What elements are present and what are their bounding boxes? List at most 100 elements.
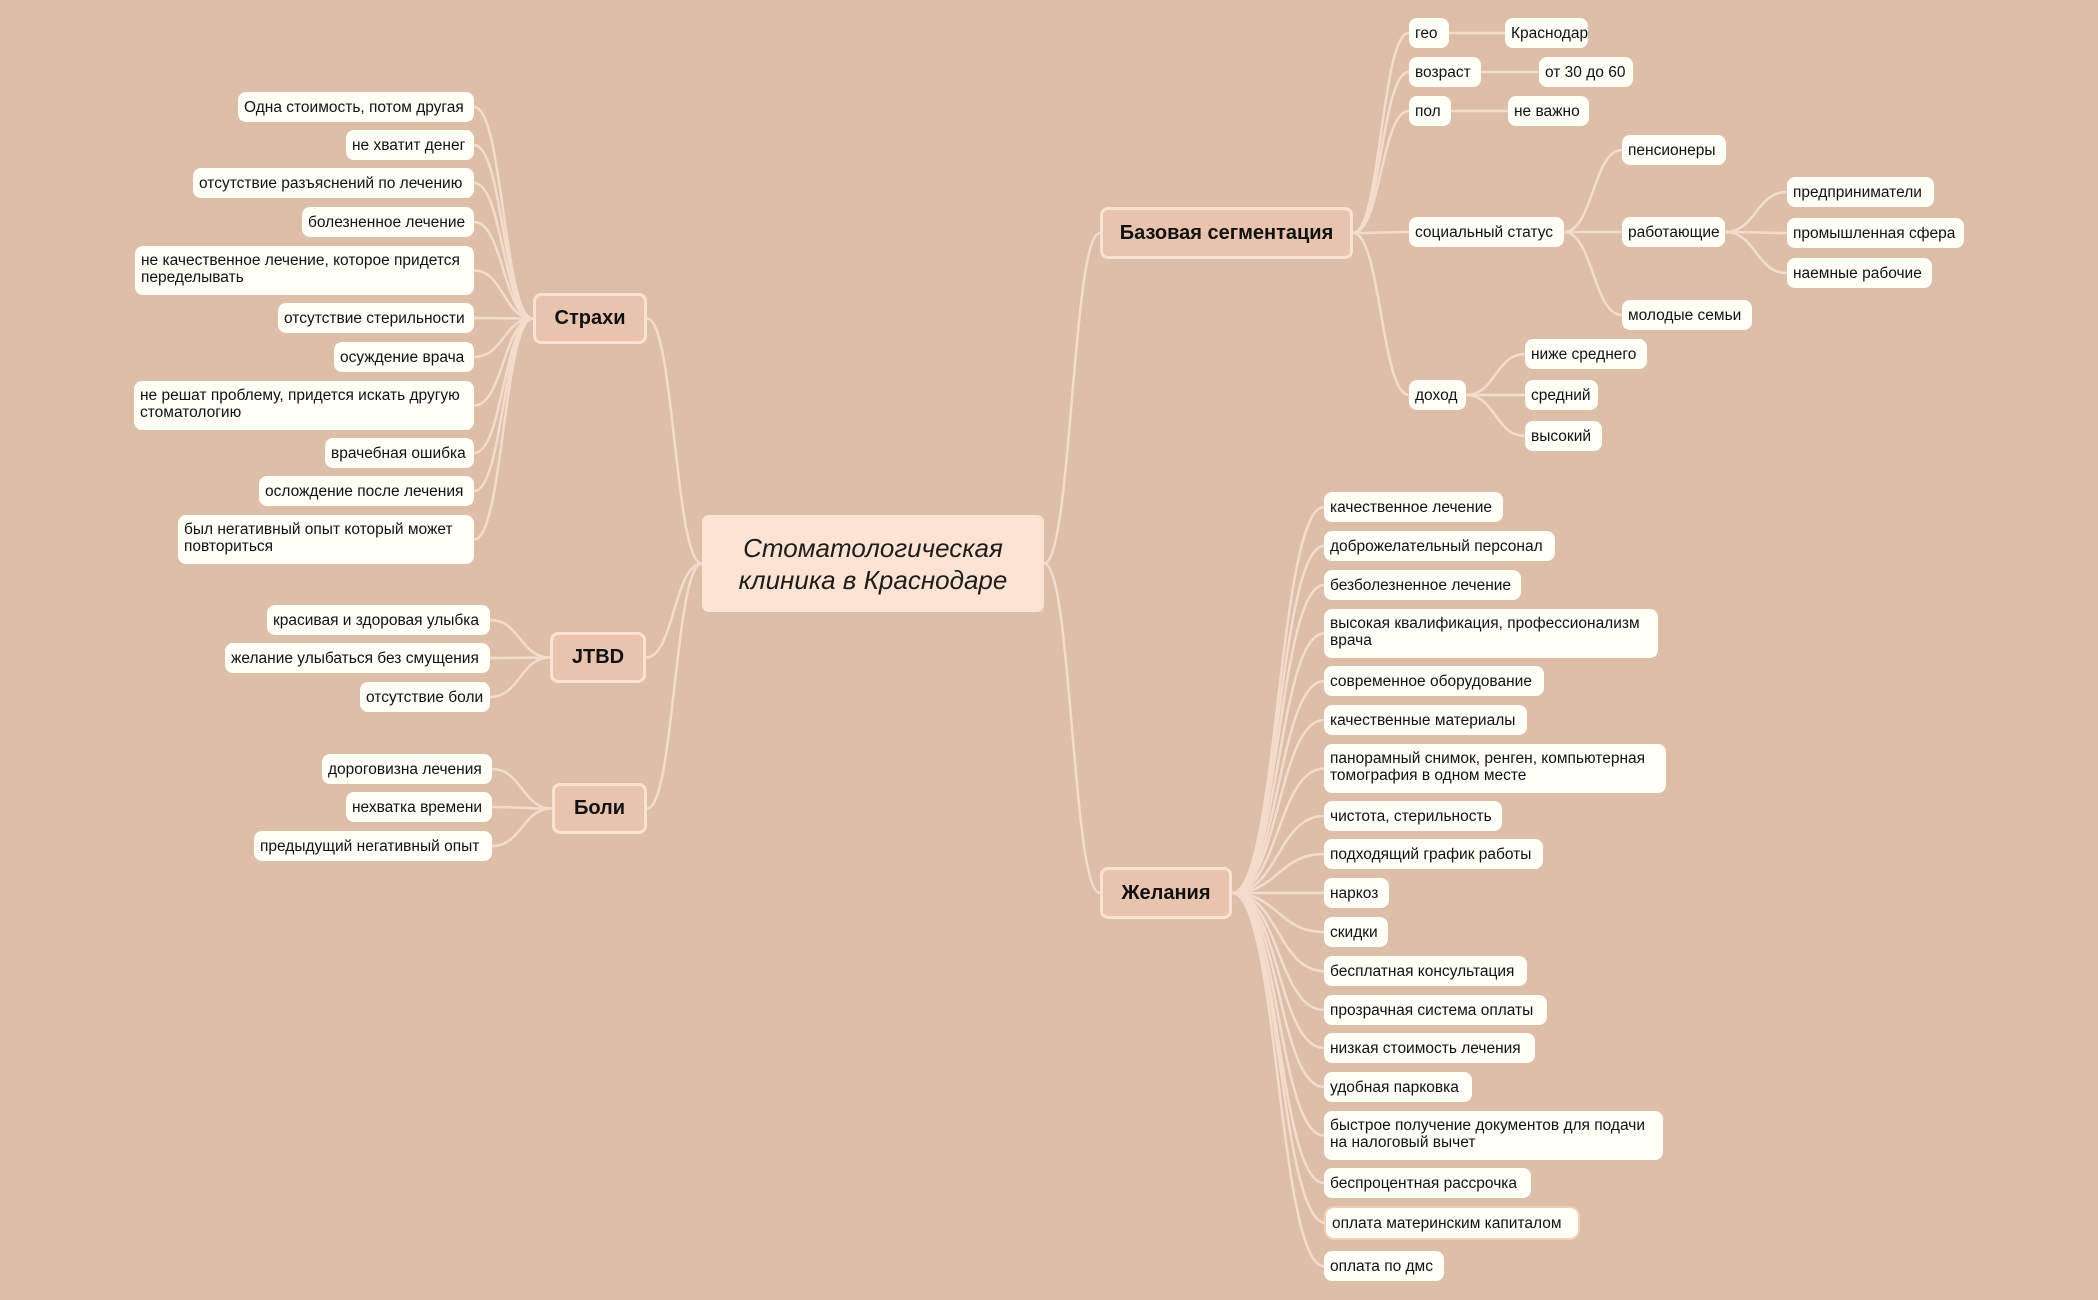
segment-young-families[interactable]: молодые семьи <box>1622 300 1752 330</box>
connector-line <box>472 317 535 541</box>
segment-working-item[interactable]: промышленная сфера <box>1787 218 1964 248</box>
connector-line <box>1464 393 1527 438</box>
segment-geo[interactable]: гео <box>1409 18 1449 48</box>
branch-segmentation[interactable]: Базовая сегментация <box>1100 207 1353 259</box>
connector-line <box>645 317 704 565</box>
segment-working[interactable]: работающие <box>1622 217 1725 247</box>
connector-line <box>1230 767 1326 895</box>
connector-line <box>1230 718 1326 895</box>
fear-item[interactable]: осуждение врача <box>334 342 474 372</box>
desire-item[interactable]: наркоз <box>1324 878 1389 908</box>
central-topic[interactable]: Стоматологическая клиника в Краснодаре <box>702 515 1044 612</box>
jtbd-item[interactable]: отсутствие боли <box>360 682 490 712</box>
connector-line <box>1723 230 1789 235</box>
fear-item[interactable]: Одна стоимость, потом другая <box>238 92 474 122</box>
fear-item[interactable]: отсутствие стерильности <box>278 303 474 333</box>
connector-line <box>1230 891 1326 1012</box>
connector-line <box>1562 148 1624 234</box>
connector-line <box>472 317 535 407</box>
connector-line <box>488 618 552 659</box>
connector-line <box>1042 562 1102 895</box>
connector-line <box>1230 891 1326 1137</box>
desire-item[interactable]: качественное лечение <box>1324 492 1503 522</box>
desire-item[interactable]: прозрачная система оплаты <box>1324 995 1547 1025</box>
desire-item[interactable]: качественные материалы <box>1324 705 1527 735</box>
segment-pensioners[interactable]: пенсионеры <box>1622 135 1726 165</box>
connector-line <box>1230 891 1326 1268</box>
connector-line <box>472 143 535 320</box>
segment-gender[interactable]: пол <box>1409 96 1451 126</box>
central-topic-line-1: Стоматологическая <box>743 532 1003 563</box>
connector-line <box>1230 632 1326 895</box>
desire-item[interactable]: панорамный снимок, ренген, компьютерная … <box>1324 744 1666 793</box>
segment-age-value[interactable]: от 30 до 60 <box>1539 57 1633 87</box>
connector-line <box>488 656 552 660</box>
connector-line <box>1464 352 1527 397</box>
branch-jtbd[interactable]: JTBD <box>550 632 646 683</box>
desire-item[interactable]: оплата по дмс <box>1324 1251 1444 1281</box>
connector-line <box>1723 230 1789 275</box>
connector-line <box>1230 679 1326 895</box>
desire-item[interactable]: безболезненное лечение <box>1324 570 1521 600</box>
connector-line <box>1351 231 1411 397</box>
connector-line <box>1230 544 1326 895</box>
connector-line <box>1230 891 1328 1225</box>
jtbd-item[interactable]: желание улыбаться без смущения <box>225 643 490 673</box>
fear-item[interactable]: отсутствие разъяснений по лечению <box>193 168 474 198</box>
branch-desires[interactable]: Желания <box>1100 867 1232 919</box>
segment-income-item[interactable]: высокий <box>1525 421 1602 451</box>
desire-item[interactable]: доброжелательный персонал <box>1324 531 1555 561</box>
connector-line <box>472 316 535 320</box>
connector-line <box>488 656 552 699</box>
desire-item[interactable]: бесплатная консультация <box>1324 956 1527 986</box>
branch-fears[interactable]: Страхи <box>533 293 647 344</box>
central-topic-line-2: клиника в Краснодаре <box>738 564 1008 595</box>
segment-age[interactable]: возраст <box>1409 57 1481 87</box>
desire-item[interactable]: удобная парковка <box>1324 1072 1472 1102</box>
connector-line <box>1230 505 1326 895</box>
segment-income-item[interactable]: средний <box>1525 380 1598 410</box>
pain-item[interactable]: дороговизна лечения <box>322 754 492 784</box>
connector-line <box>472 317 535 493</box>
connector-line <box>1351 230 1411 235</box>
segment-geo-value[interactable]: Краснодар <box>1505 18 1588 48</box>
fear-item[interactable]: не решат проблему, придется искать другу… <box>134 381 474 430</box>
desire-item[interactable]: высокая квалификация, профессионализм вр… <box>1324 609 1658 658</box>
desire-item[interactable]: беспроцентная рассрочка <box>1324 1168 1531 1198</box>
jtbd-item[interactable]: красивая и здоровая улыбка <box>267 605 490 635</box>
desire-item[interactable]: оплата материнским капиталом <box>1326 1208 1578 1238</box>
segment-working-item[interactable]: предприниматели <box>1787 177 1934 207</box>
connector-line <box>1230 852 1326 895</box>
connector-line <box>1042 231 1102 565</box>
connector-line <box>490 807 554 848</box>
desire-item[interactable]: скидки <box>1324 917 1388 947</box>
connector-line <box>1351 31 1411 235</box>
branch-pains[interactable]: Боли <box>552 783 647 834</box>
desire-item[interactable]: низкая стоимость лечения <box>1324 1033 1535 1063</box>
fear-item[interactable]: болезненное лечение <box>302 207 474 237</box>
connector-line <box>1230 891 1326 1089</box>
connector-line <box>644 562 704 659</box>
pain-item[interactable]: нехватка времени <box>346 792 492 822</box>
segment-income[interactable]: доход <box>1409 380 1466 410</box>
desire-item[interactable]: быстрое получение документов для подачи … <box>1324 1111 1663 1160</box>
fear-item[interactable]: врачебная ошибка <box>325 438 474 468</box>
desire-item[interactable]: чистота, стерильность <box>1324 801 1502 831</box>
segment-income-item[interactable]: ниже среднего <box>1525 339 1647 369</box>
fear-item[interactable]: был негативный опыт который может повтор… <box>178 515 474 564</box>
desire-item[interactable]: подходящий график работы <box>1324 839 1543 869</box>
desire-item[interactable]: современное оборудование <box>1324 666 1544 696</box>
connector-line <box>1230 891 1326 934</box>
connector-line <box>1230 891 1326 1185</box>
connector-line <box>1351 70 1411 235</box>
connector-line <box>490 805 554 810</box>
segment-working-item[interactable]: наемные рабочие <box>1787 258 1932 288</box>
fear-item[interactable]: не хватит денег <box>346 130 474 160</box>
connector-line <box>472 317 535 455</box>
fear-item[interactable]: не качественное лечение, которое придетс… <box>135 246 474 295</box>
pain-item[interactable]: предыдущий негативный опыт <box>254 831 492 861</box>
segment-social-status[interactable]: социальный статус <box>1409 217 1564 247</box>
fear-item[interactable]: ослождение после лечения <box>259 476 474 506</box>
segment-gender-value[interactable]: не важно <box>1508 96 1589 126</box>
